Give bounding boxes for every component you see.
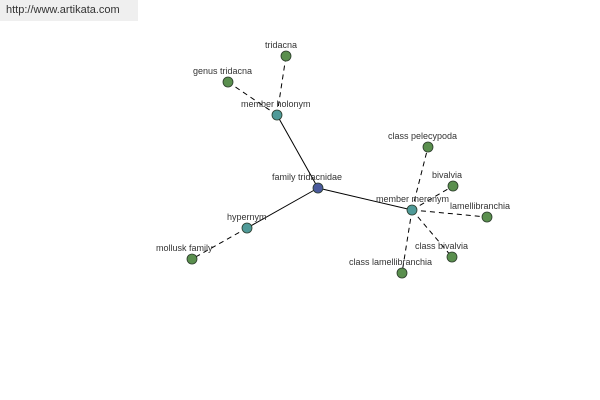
node-genus-tridacna[interactable] — [222, 76, 234, 88]
edge-member-holonym-to-tridacna — [276, 55, 287, 116]
edge-member-meronym-to-bivalvia — [411, 185, 454, 211]
labels-layer: family tridacnidae member holonym hypernym… — [156, 40, 510, 267]
site-url-link[interactable]: http://www.artikata.com — [0, 0, 138, 21]
node-member-meronym[interactable] — [406, 204, 418, 216]
edge-family-tridacnidae-to-member-holonym — [276, 114, 319, 189]
node-tridacna[interactable] — [280, 50, 292, 62]
edges-layer — [191, 55, 488, 274]
node-label-genus-tridacna[interactable]: genus tridacna — [193, 66, 252, 76]
node-class-pelecypoda[interactable] — [422, 141, 434, 153]
node-member-holonym[interactable] — [271, 109, 283, 121]
node-bivalvia[interactable] — [447, 180, 459, 192]
nodes-layer — [186, 50, 493, 279]
edge-family-tridacnidae-to-member-meronym — [317, 187, 413, 211]
edge-member-meronym-to-class-bivalvia — [411, 209, 453, 258]
node-family-tridacnidae[interactable] — [312, 182, 324, 194]
node-label-class-lamellibranchia[interactable]: class lamellibranchia — [349, 257, 432, 267]
edge-member-holonym-to-genus-tridacna — [227, 81, 278, 116]
node-class-bivalvia[interactable] — [446, 251, 458, 263]
node-label-family-tridacnidae[interactable]: family tridacnidae — [272, 172, 342, 182]
node-hypernym[interactable] — [241, 222, 253, 234]
node-label-member-meronym[interactable]: member meronym — [376, 194, 449, 204]
node-label-hypernym[interactable]: hypernym — [227, 212, 267, 222]
node-label-tridacna[interactable]: tridacna — [265, 40, 297, 50]
node-label-mollusk-family[interactable]: mollusk family — [156, 243, 213, 253]
edge-member-meronym-to-class-lamellibranchia — [401, 209, 413, 274]
node-label-class-bivalvia[interactable]: class bivalvia — [415, 241, 468, 251]
node-label-class-pelecypoda[interactable]: class pelecypoda — [388, 131, 457, 141]
edge-family-tridacnidae-to-hypernym — [246, 187, 319, 229]
edge-member-meronym-to-class-pelecypoda — [411, 146, 429, 211]
node-label-lamellibranchia[interactable]: lamellibranchia — [450, 201, 510, 211]
node-label-member-holonym[interactable]: member holonym — [241, 99, 311, 109]
node-label-bivalvia[interactable]: bivalvia — [432, 170, 462, 180]
node-lamellibranchia[interactable] — [481, 211, 493, 223]
edge-member-meronym-to-lamellibranchia — [411, 209, 488, 218]
edge-hypernym-to-mollusk-family — [191, 227, 248, 260]
node-mollusk-family[interactable] — [186, 253, 198, 265]
node-class-lamellibranchia[interactable] — [396, 267, 408, 279]
